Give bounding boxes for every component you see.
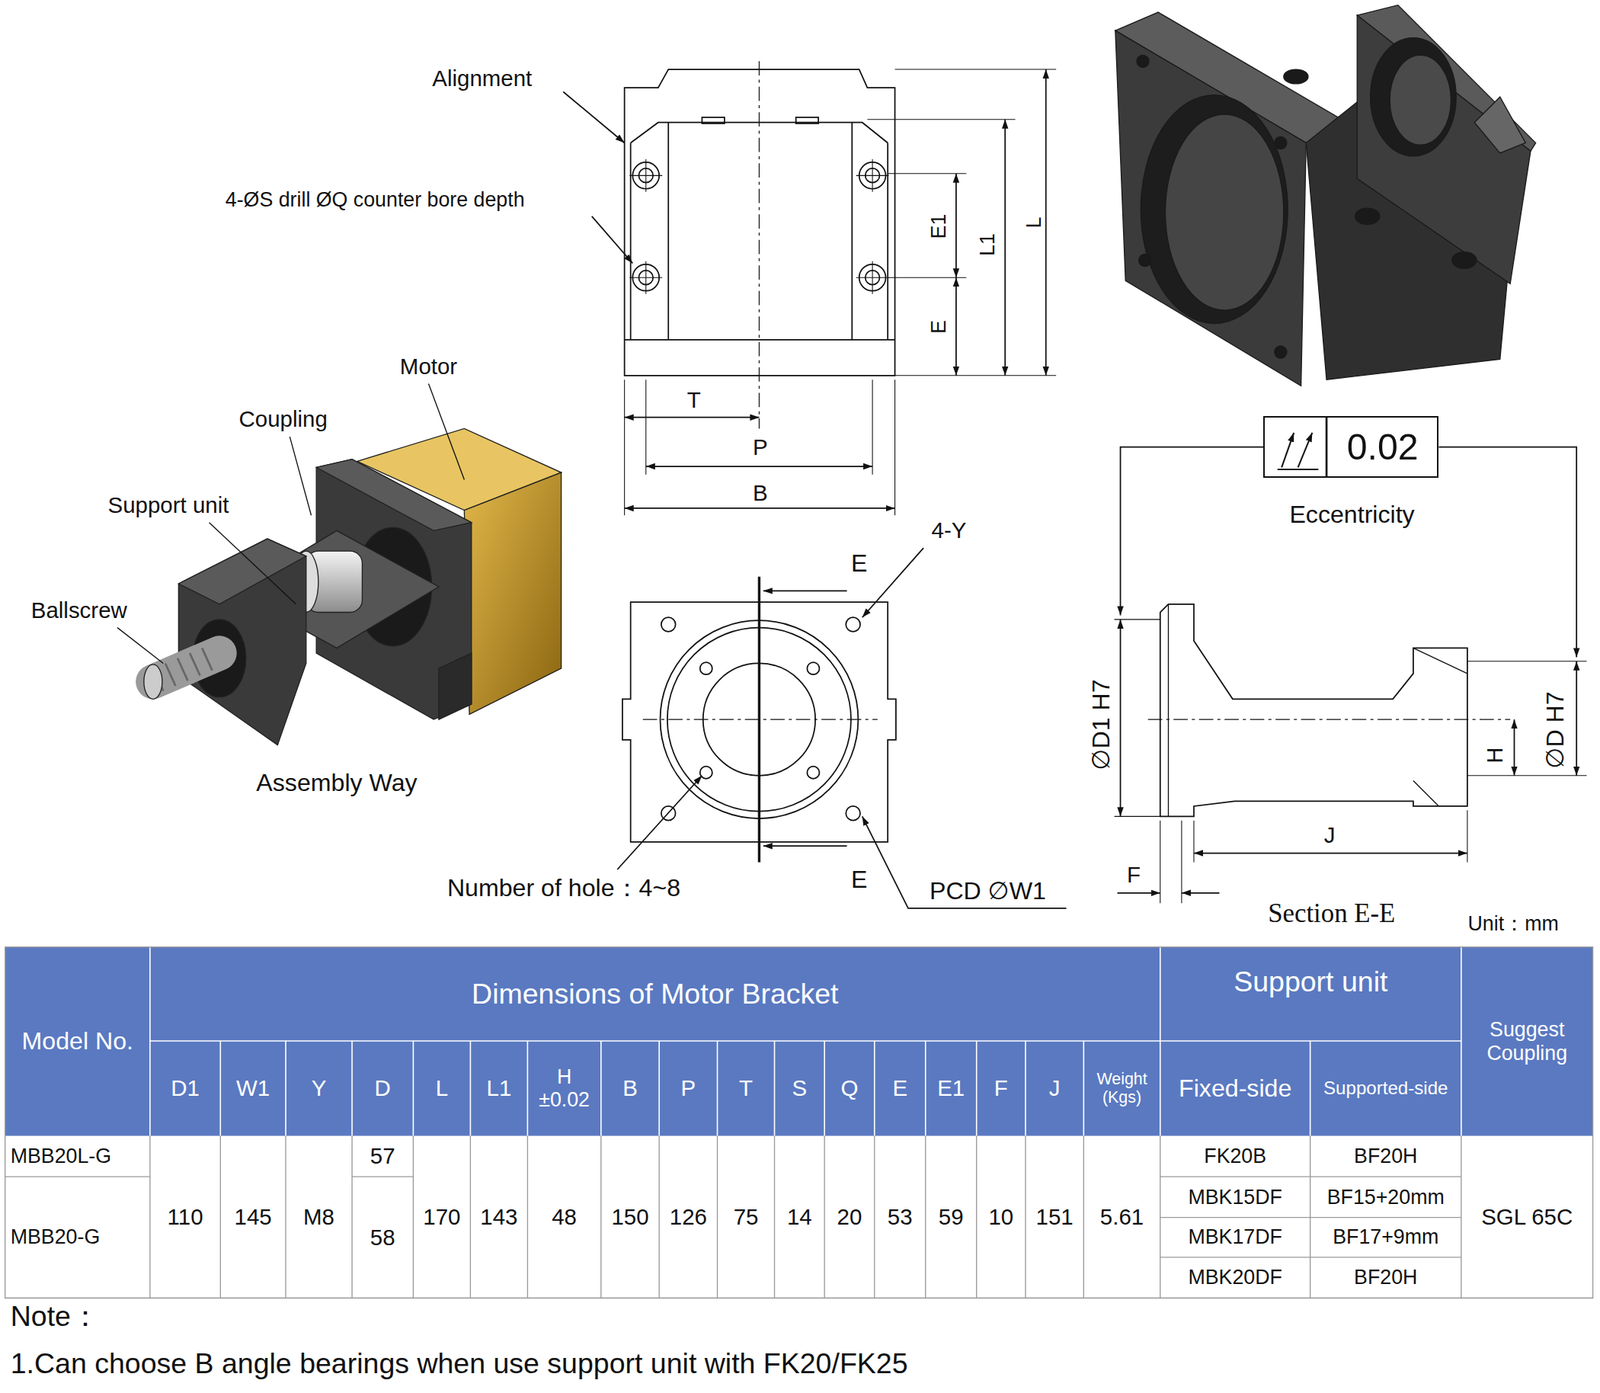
dimension-label: PCD ∅W1 [905, 874, 1069, 908]
table-cell: Y [285, 1040, 352, 1136]
table-cell: 150 [601, 1136, 660, 1299]
table-cell: Supported-side [1310, 1040, 1462, 1136]
dimension-label: Eccentricity [1254, 496, 1449, 532]
table-cell: Model No. [5, 947, 151, 1136]
table-cell: MBK17DF [1160, 1217, 1311, 1258]
table-cell: SGL 65C [1461, 1136, 1594, 1299]
dimension-label: P [739, 432, 781, 462]
note-text: Note： [8, 1298, 213, 1335]
table-cell: J [1025, 1040, 1084, 1136]
tolerance-frame: 0.02 [1263, 416, 1439, 477]
table-cell: Fixed-side [1160, 1040, 1311, 1136]
table-cell: BF20H [1310, 1136, 1462, 1178]
table-cell: MBK15DF [1160, 1176, 1311, 1218]
table-cell: E1 [925, 1040, 977, 1136]
table-cell: Weight (Kgs) [1083, 1040, 1160, 1136]
table-cell: E [874, 1040, 926, 1136]
dimension-label: 4-Y [918, 515, 980, 546]
table-cell: 110 [150, 1136, 221, 1299]
table-cell: S [774, 1040, 826, 1136]
dimension-label: Section E-E [1239, 893, 1424, 933]
table-cell: T [717, 1040, 775, 1136]
table-cell: F [976, 1040, 1026, 1136]
table-cell: 145 [220, 1136, 286, 1299]
table-cell: 57 [352, 1136, 413, 1178]
note-text: 1.Can choose B angle bearings when use s… [8, 1343, 1335, 1385]
dimension-label: H [1481, 746, 1508, 763]
dimension-label: T [673, 385, 715, 415]
table-cell: Support unit [1160, 950, 1462, 1012]
table-cell: BF17+9mm [1310, 1217, 1462, 1258]
table-cell: Suggest Coupling [1461, 947, 1594, 1136]
table-cell: B [601, 1040, 660, 1136]
dimension-label: Coupling [219, 403, 347, 435]
table-cell: 53 [874, 1136, 926, 1299]
table-cell: W1 [220, 1040, 286, 1136]
table-cell: 75 [717, 1136, 775, 1299]
table-cell: L1 [470, 1040, 528, 1136]
dimension-label: F [1119, 860, 1149, 890]
table-cell: 170 [412, 1136, 471, 1299]
table-cell: M8 [285, 1136, 352, 1299]
table-cell: 151 [1025, 1136, 1084, 1299]
table-cell: 59 [925, 1136, 977, 1299]
table-cell: MBK20DF [1160, 1257, 1311, 1299]
table-cell: D1 [150, 1040, 221, 1136]
dimension-label: E1 [927, 214, 951, 240]
dimension-label: B [739, 478, 781, 508]
dimension-label: Ballscrew [5, 595, 154, 626]
table-cell: 5.61 [1083, 1136, 1160, 1299]
table-cell: 58 [352, 1176, 413, 1298]
dimension-label: ∅D1 H7 [1087, 678, 1116, 770]
table-cell: 14 [774, 1136, 826, 1299]
dimension-label: Alignment [397, 63, 567, 94]
table-cell: H ±0.02 [527, 1040, 601, 1136]
table-cell: 143 [470, 1136, 528, 1299]
dimension-label: Motor [377, 351, 480, 382]
table-cell: MBB20L-G [8, 1136, 151, 1178]
table-cell: FK20B [1160, 1136, 1311, 1178]
tolerance-value: 0.02 [1328, 417, 1437, 476]
dimension-label: L [1021, 217, 1046, 229]
table-cell: 48 [527, 1136, 601, 1299]
table-cell: Dimensions of Motor Bracket [150, 947, 1161, 1041]
table-cell: 20 [824, 1136, 875, 1299]
dimension-label: E [841, 547, 877, 580]
dimension-label: 4-ØS drill ØQ counter bore depth [153, 183, 598, 217]
table-cell: BF20H [1310, 1257, 1462, 1299]
dimension-label: L1 [976, 233, 1000, 257]
dimension-label: Assembly Way [214, 764, 459, 800]
table-cell: P [659, 1040, 717, 1136]
table-cell: 10 [976, 1136, 1026, 1299]
table-cell: D [352, 1040, 413, 1136]
table-cell: Q [824, 1040, 875, 1136]
dimension-label: Support unit [76, 489, 260, 521]
dimension-label: E [927, 320, 951, 334]
dimension-label: Number of hole：4~8 [393, 870, 736, 906]
table-cell: 126 [659, 1136, 717, 1299]
dimension-label: ∅D H7 [1541, 691, 1570, 768]
dimension-label: J [1314, 820, 1345, 850]
dimension-label: Unit：mm [1446, 908, 1580, 939]
table-cell: MBB20-G [8, 1176, 151, 1298]
table-cell: L [412, 1040, 471, 1136]
dimension-label: E [841, 863, 877, 896]
table-cell: BF15+20mm [1310, 1176, 1462, 1218]
